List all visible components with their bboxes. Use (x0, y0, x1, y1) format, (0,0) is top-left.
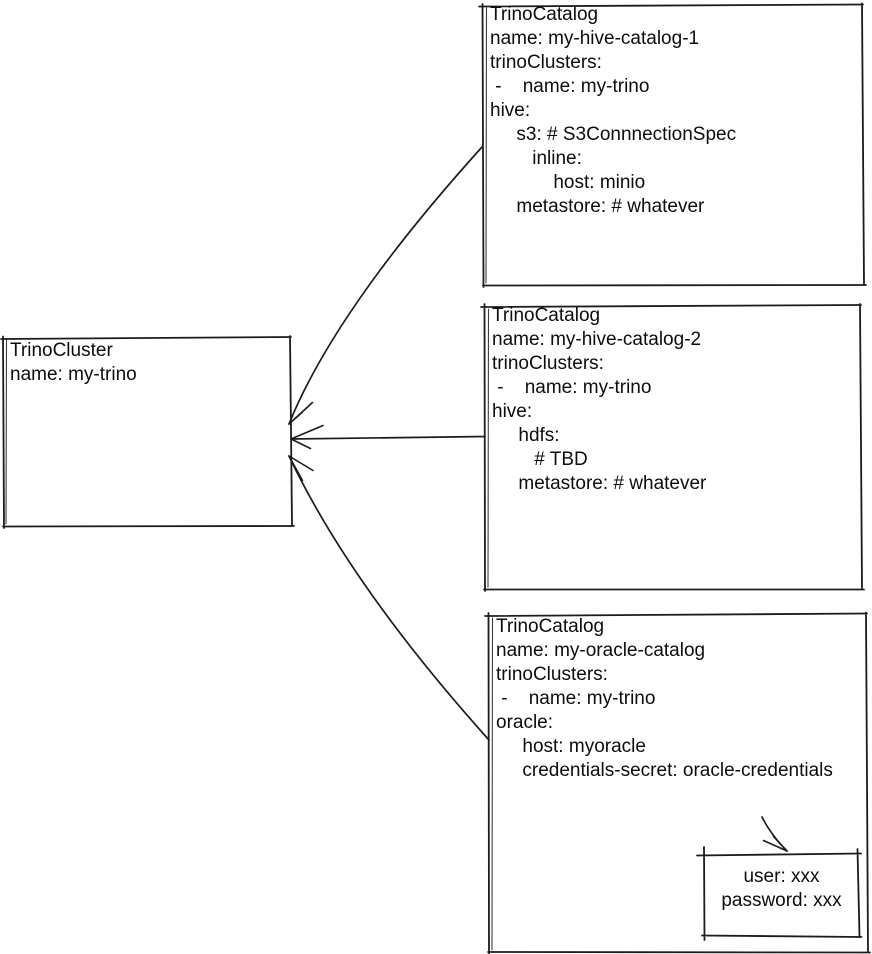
arrowhead (762, 835, 788, 852)
arrow-to-secret-box (761, 816, 788, 852)
catalog-3-node-box (484, 611, 871, 954)
edge-catalog3-to-cluster (288, 455, 490, 741)
arrowhead (288, 455, 314, 482)
secret-node-box (696, 846, 863, 941)
edge-catalog2-to-cluster (290, 424, 486, 450)
arrowhead (290, 424, 324, 450)
edge-catalog1-to-cluster (288, 146, 483, 425)
cluster-node-box (0, 335, 295, 529)
catalog-1-node-box (478, 2, 867, 288)
arrowhead (288, 401, 314, 425)
catalog-2-node-box (480, 303, 865, 592)
